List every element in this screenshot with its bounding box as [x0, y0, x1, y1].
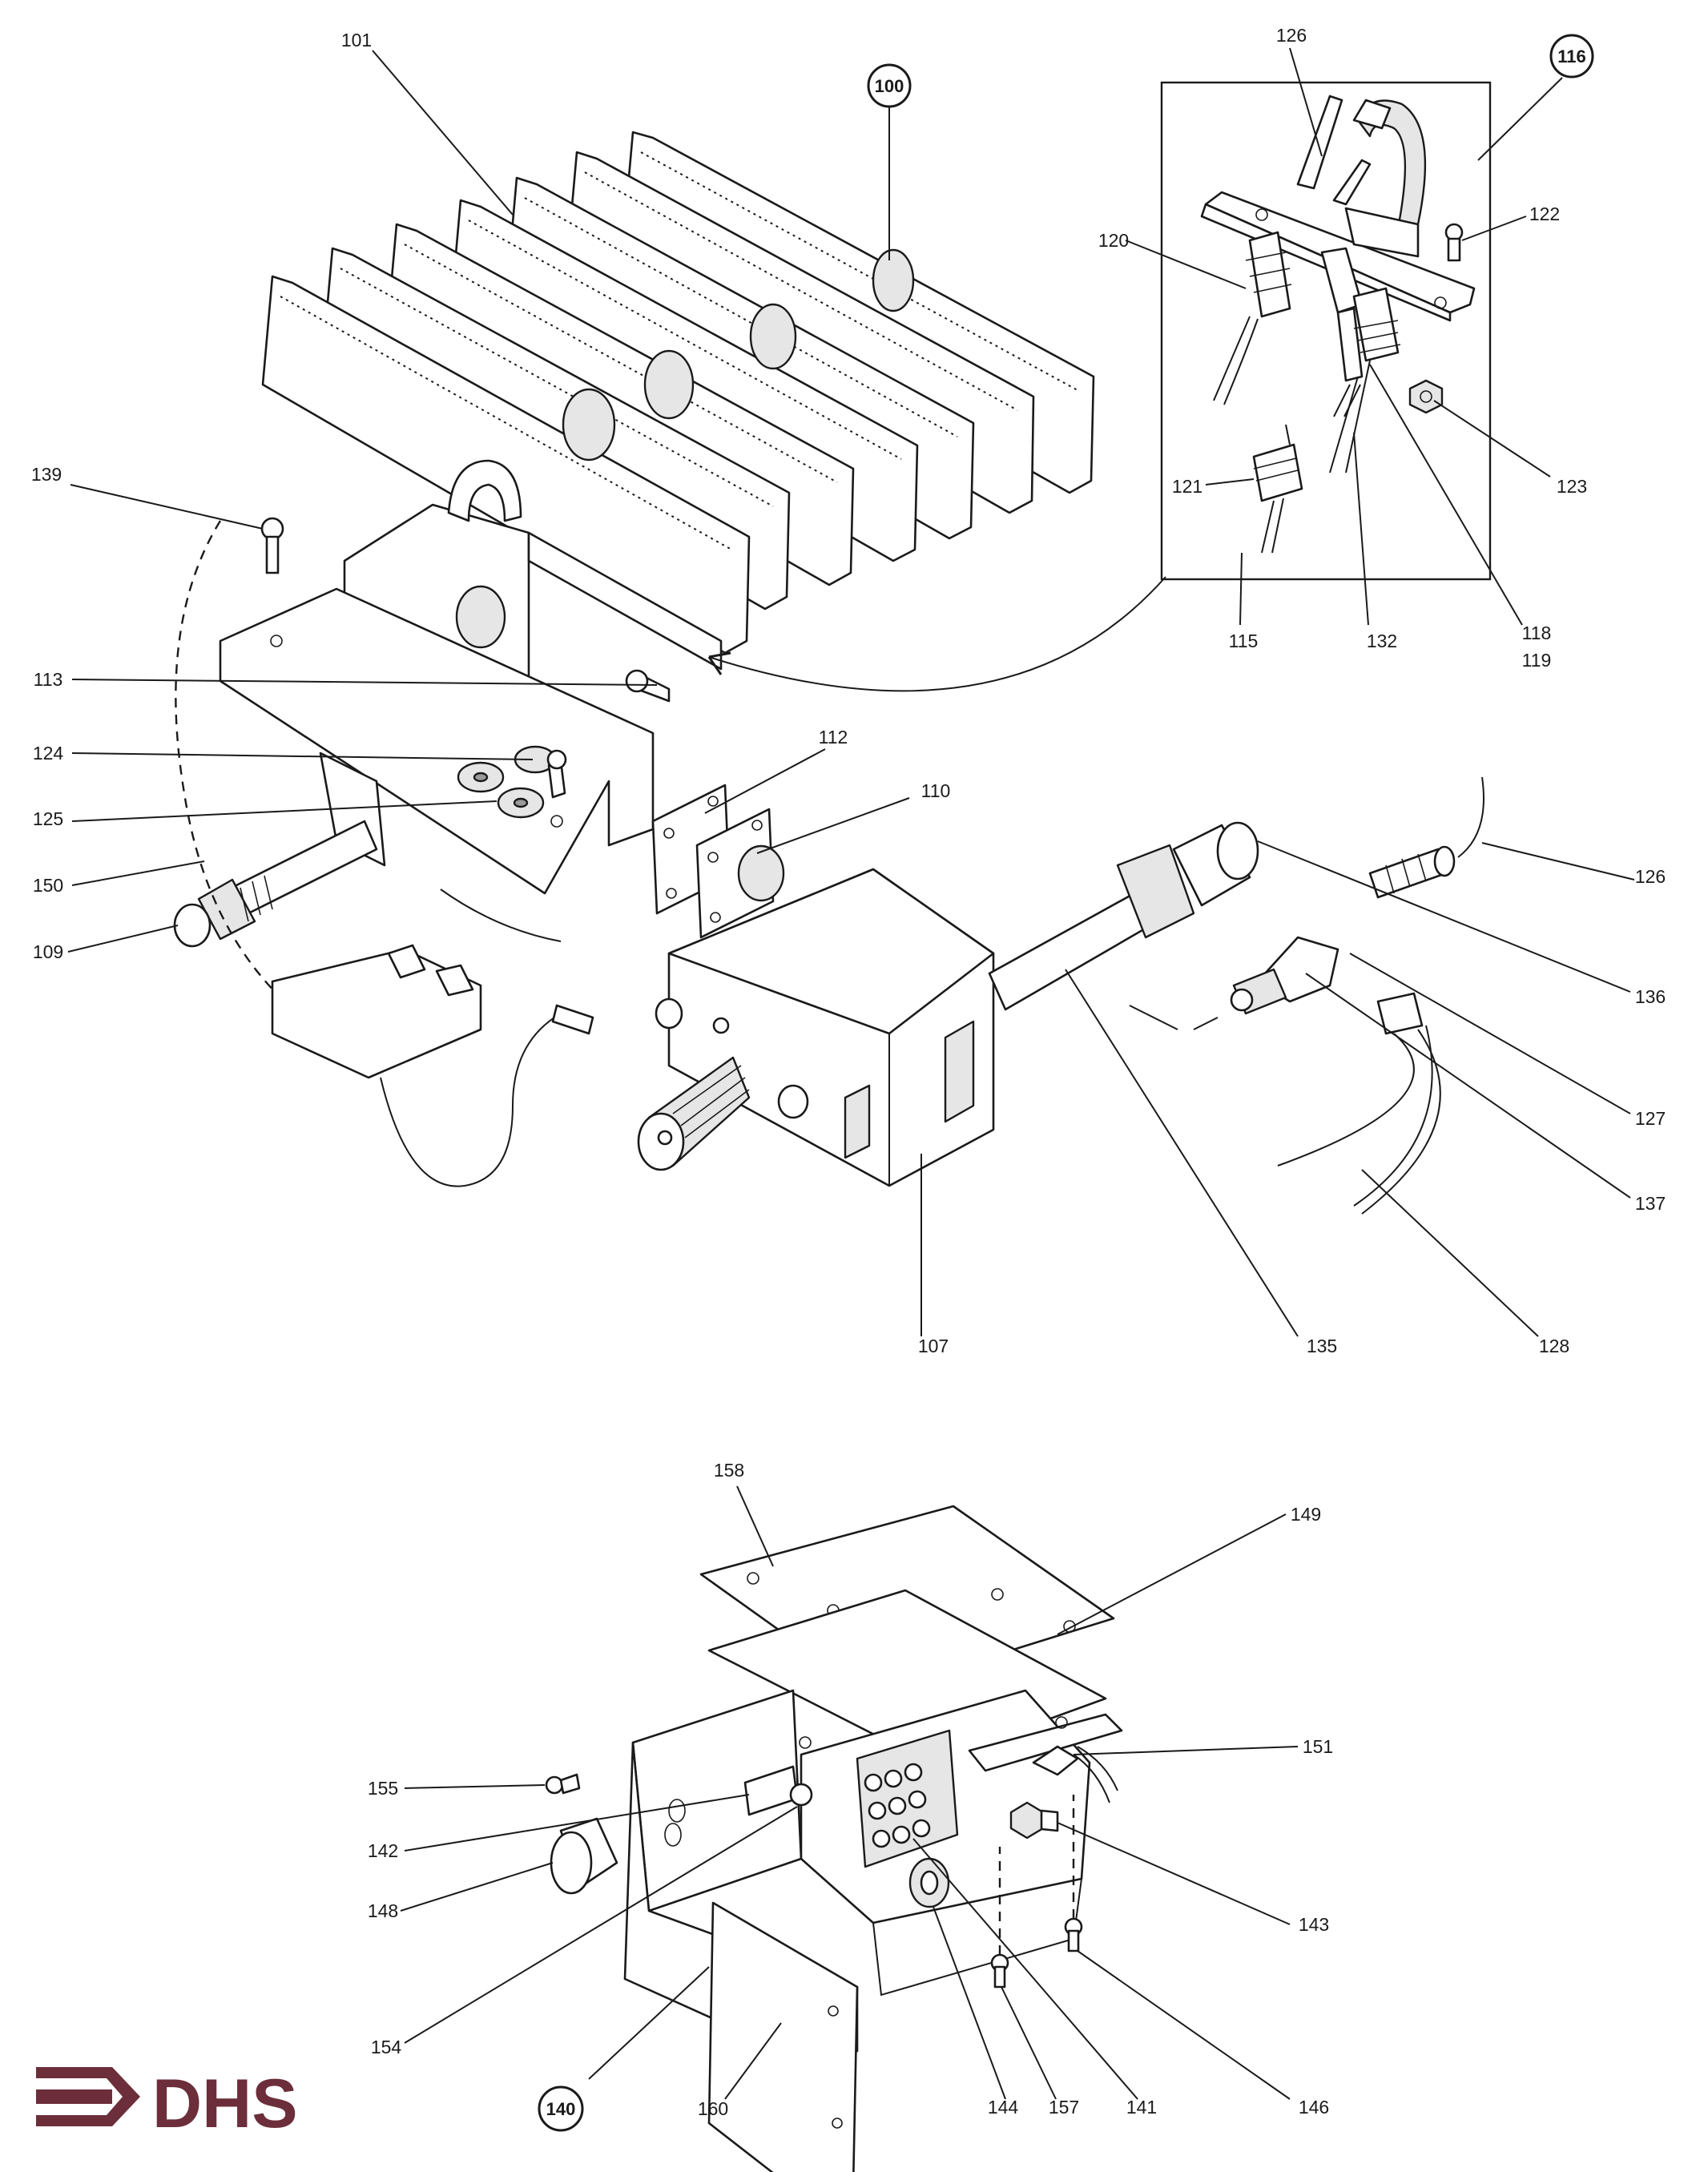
label-137: 137	[1635, 1193, 1666, 1214]
label-136: 136	[1635, 986, 1666, 1007]
terminal-block	[856, 1729, 959, 1868]
mounting-plate	[219, 587, 655, 895]
burner-bars	[261, 131, 1095, 655]
part-labels: 101 100 139 113 124 125 150 109 112 110 …	[31, 25, 1666, 2132]
pilot-inset	[707, 81, 1492, 692]
igniter	[173, 820, 378, 948]
label-148: 148	[368, 1900, 398, 1921]
badge-circle-140	[538, 2085, 584, 2132]
label-141: 141	[1126, 2097, 1157, 2118]
label-118: 118	[1522, 623, 1552, 643]
badge-140: 140	[546, 2099, 576, 2119]
badge-100: 100	[875, 76, 904, 96]
label-113: 113	[34, 669, 63, 690]
gas-valve	[637, 868, 995, 1187]
label-115: 115	[1229, 631, 1259, 651]
leader-lines	[67, 47, 1635, 2100]
washers-screws	[260, 517, 671, 819]
logo-text: DHS	[152, 2065, 298, 2142]
microswitch	[271, 889, 594, 1187]
label-151: 151	[1303, 1736, 1333, 1757]
label-150: 150	[33, 875, 63, 896]
label-157: 157	[1049, 2097, 1079, 2118]
valve-flange-gasket	[651, 784, 785, 939]
badge-116: 116	[1557, 46, 1586, 66]
label-110: 110	[921, 780, 951, 801]
label-126-right: 126	[1635, 866, 1666, 887]
label-127: 127	[1635, 1108, 1666, 1129]
label-128: 128	[1539, 1336, 1569, 1356]
label-101: 101	[341, 30, 372, 50]
label-122: 122	[1529, 203, 1560, 224]
label-119: 119	[1522, 650, 1552, 671]
label-126-inset: 126	[1276, 25, 1307, 46]
label-123: 123	[1557, 476, 1587, 497]
label-143: 143	[1299, 1914, 1329, 1935]
badge-circle-116	[1549, 34, 1594, 79]
label-149: 149	[1291, 1504, 1321, 1525]
badge-circle-100	[867, 63, 912, 108]
label-155: 155	[368, 1778, 398, 1799]
label-120: 120	[1098, 230, 1129, 251]
dhs-logo: DHS	[36, 2065, 298, 2142]
control-box-drawing	[545, 1505, 1123, 2172]
connectors-right	[1230, 776, 1484, 1215]
label-146: 146	[1299, 2097, 1329, 2118]
label-121: 121	[1172, 476, 1202, 497]
label-139: 139	[31, 464, 62, 485]
label-158: 158	[714, 1460, 744, 1481]
outlet-pipe	[988, 821, 1259, 1011]
label-154: 154	[371, 2037, 402, 2057]
label-142: 142	[368, 1840, 398, 1861]
label-144: 144	[988, 2097, 1019, 2118]
label-124: 124	[33, 743, 64, 764]
label-125: 125	[33, 808, 63, 829]
label-132: 132	[1367, 631, 1397, 651]
logo-arrow-icon	[36, 2067, 140, 2126]
label-160: 160	[698, 2098, 728, 2119]
label-135: 135	[1307, 1336, 1337, 1356]
label-107: 107	[918, 1336, 949, 1356]
burner-assembly-drawing	[173, 131, 1484, 1215]
label-109: 109	[33, 941, 63, 962]
label-112: 112	[819, 727, 848, 748]
